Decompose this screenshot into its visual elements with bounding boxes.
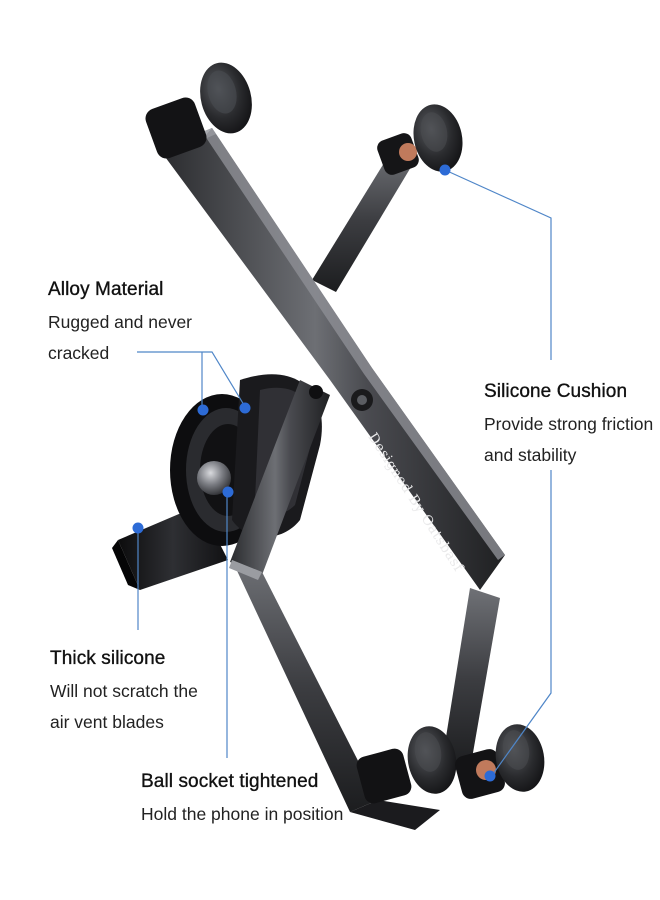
callout-title: Silicone Cushion <box>484 381 628 402</box>
callout-description: Provide strong friction and stability <box>484 409 654 471</box>
callout-line: and stability <box>484 445 577 465</box>
callout-description: Rugged and never cracked <box>48 307 228 369</box>
callout-silicone-cushion: Silicone Cushion Provide strong friction… <box>484 381 654 471</box>
callout-dot-icon <box>484 770 496 782</box>
callout-line: cracked <box>48 343 110 363</box>
callout-dot-icon <box>239 402 251 414</box>
callout-line: Provide strong friction <box>484 414 654 434</box>
callout-dot-icon <box>197 404 209 416</box>
callout-dot-icon <box>222 486 234 498</box>
callout-dot-icon <box>132 522 144 534</box>
callout-thick-silicone: Thick silicone Will not scratch the air … <box>50 648 220 738</box>
callout-description: Hold the phone in position <box>141 799 371 830</box>
callout-title: Ball socket tightened <box>141 771 319 792</box>
callout-dot-icon <box>439 164 451 176</box>
callout-line: air vent blades <box>50 712 164 732</box>
leader-lines <box>137 169 552 775</box>
callout-description: Will not scratch the air vent blades <box>50 676 220 738</box>
callout-title: Alloy Material <box>48 279 164 300</box>
callout-title: Thick silicone <box>50 648 166 669</box>
callout-alloy-material: Alloy Material Rugged and never cracked <box>48 279 228 369</box>
callout-line: Will not scratch the <box>50 681 198 701</box>
callout-ball-socket: Ball socket tightened Hold the phone in … <box>141 771 371 830</box>
callout-line: Rugged and never <box>48 312 192 332</box>
callout-line: Hold the phone in position <box>141 804 344 824</box>
